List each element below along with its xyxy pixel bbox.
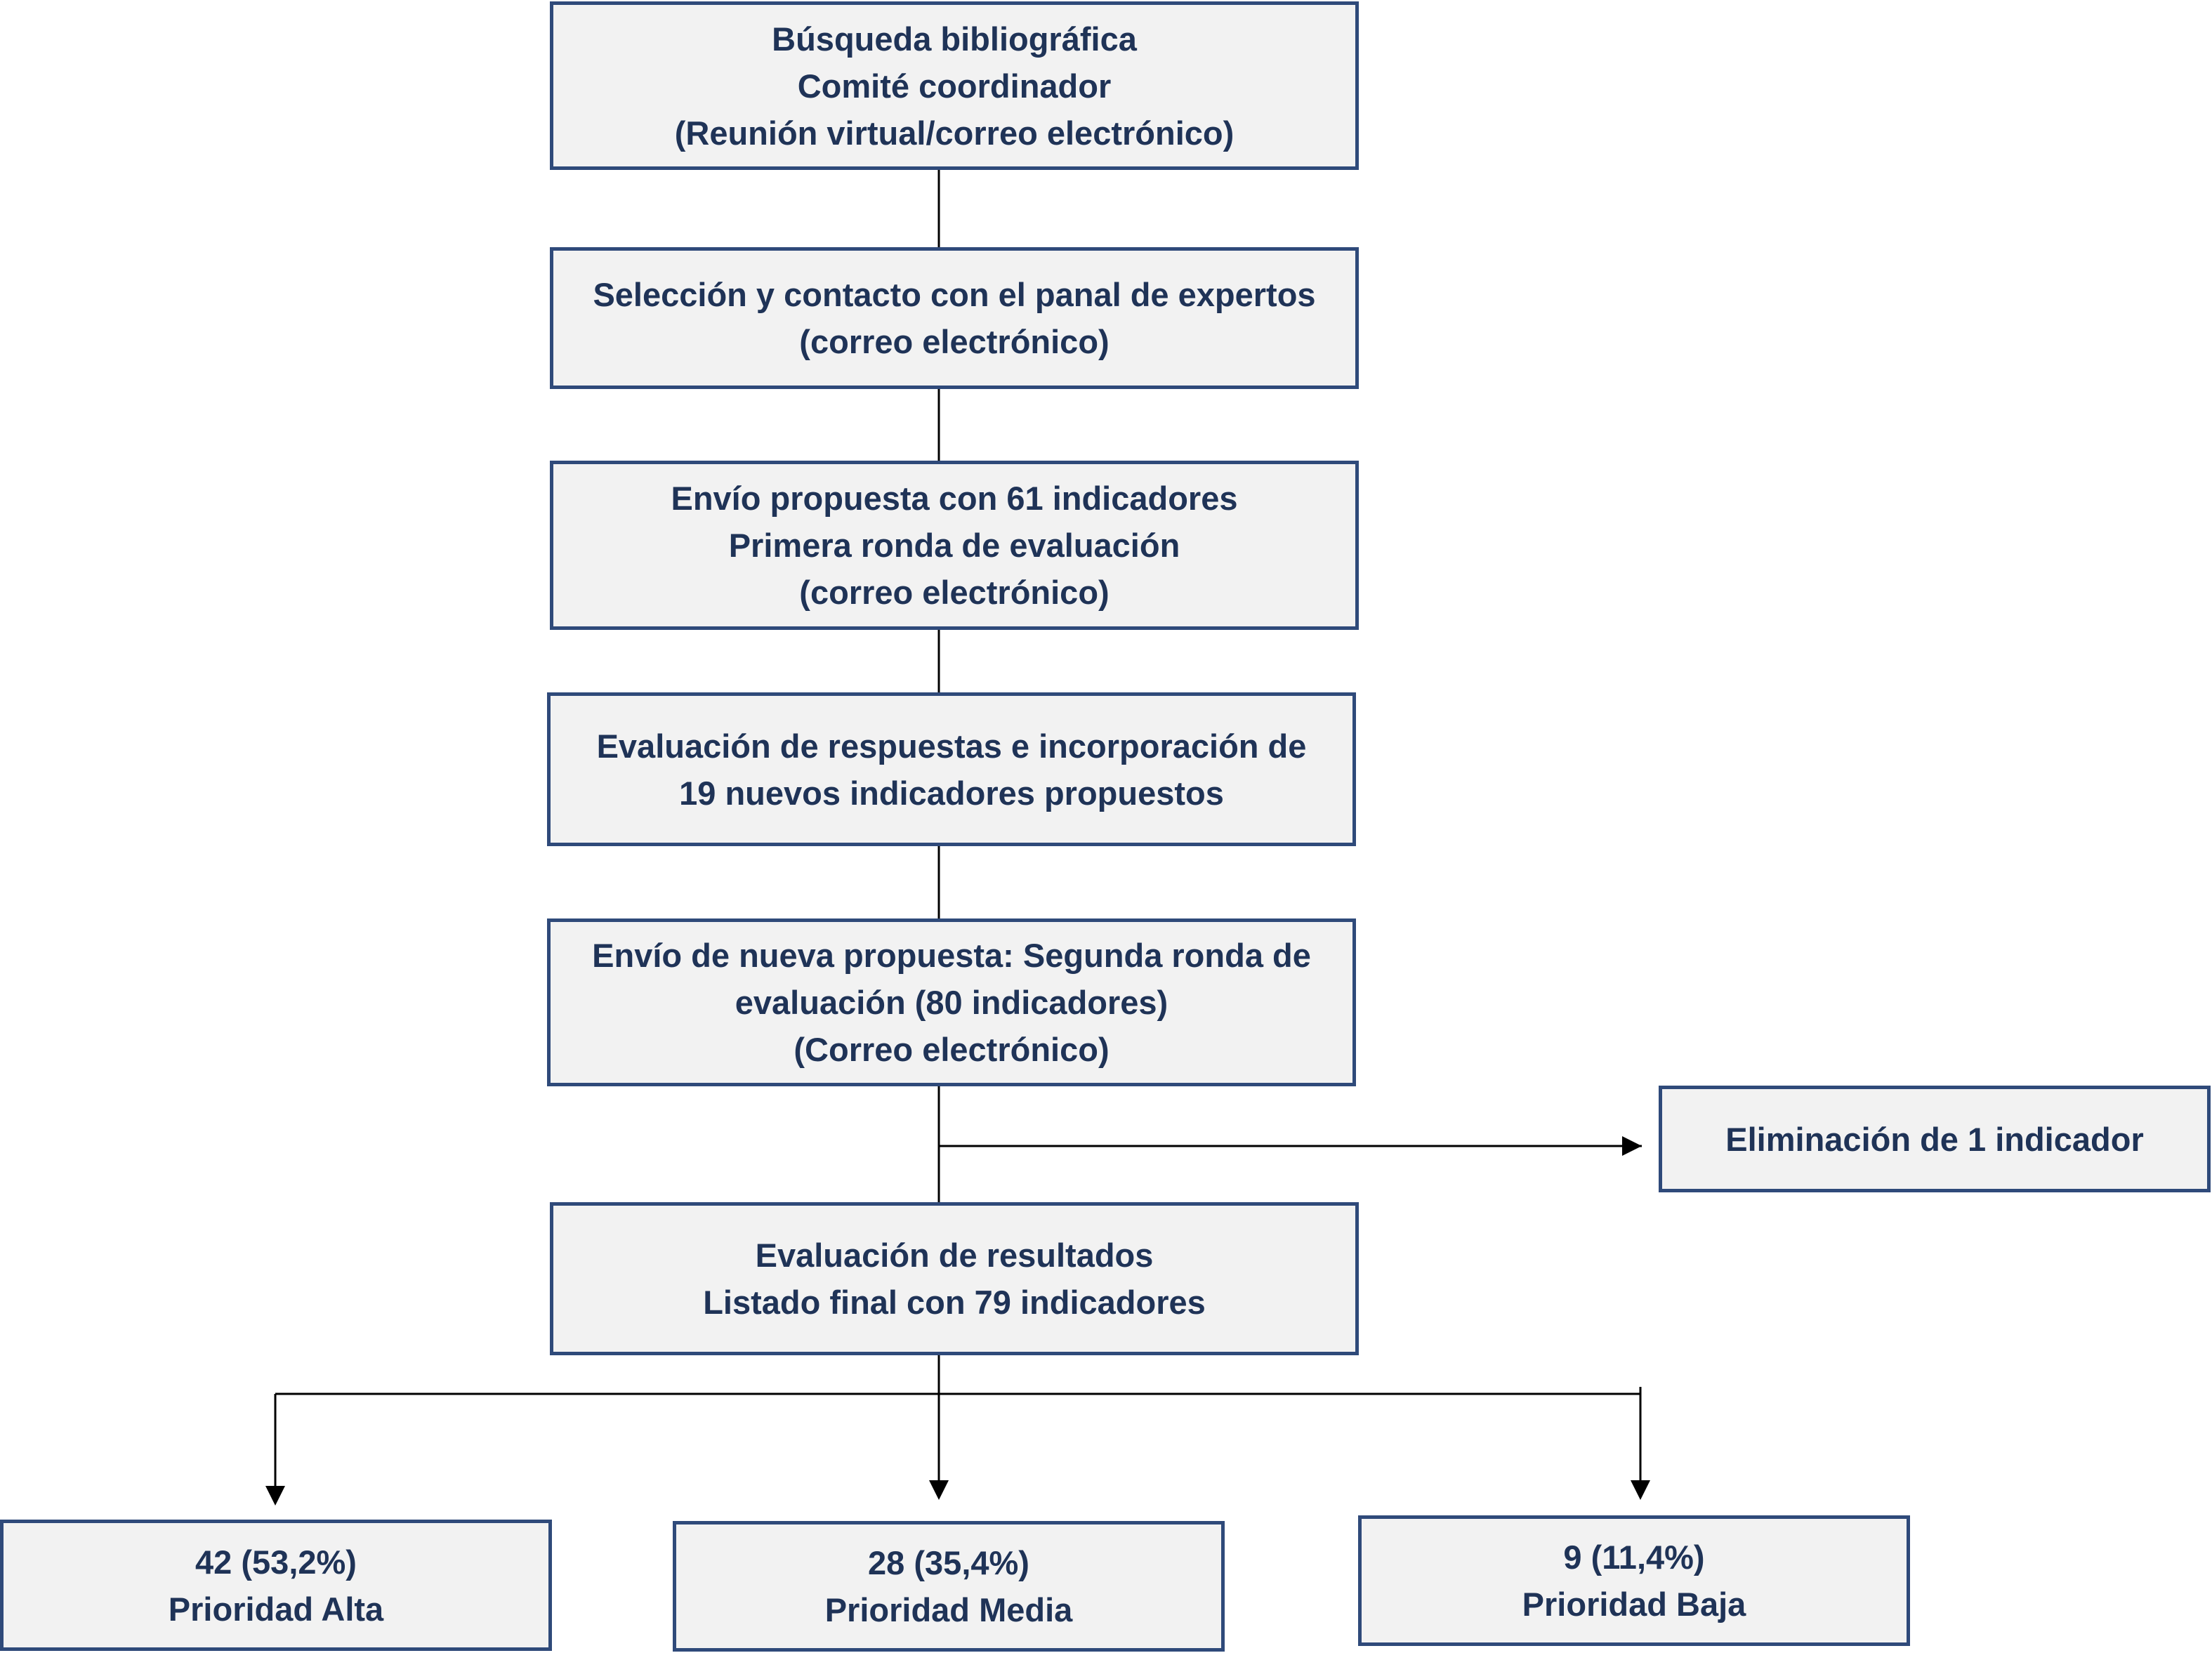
outcome-medium-priority: 28 (35,4%) Prioridad Media: [673, 1521, 1225, 1652]
step-line: (correo electrónico): [799, 323, 1110, 360]
step-results-evaluation: Evaluación de resultados Listado final c…: [550, 1202, 1359, 1355]
step-first-round-proposal: Envío propuesta con 61 indicadores Prime…: [550, 461, 1359, 630]
step-line: Envío propuesta con 61 indicadores: [671, 480, 1238, 517]
step-line: Envío de nueva propuesta: Segunda ronda …: [592, 937, 1311, 974]
outcome-label: Prioridad Media: [824, 1591, 1073, 1628]
step-line: Primera ronda de evaluación: [728, 527, 1180, 564]
arrowhead-outcome-alta: [265, 1486, 285, 1506]
outcome-count: 28 (35,4%): [868, 1544, 1029, 1581]
outcome-count: 9 (11,4%): [1563, 1539, 1705, 1576]
elimination-box: Eliminación de 1 indicador: [1659, 1086, 2211, 1192]
step-line: 19 nuevos indicadores propuestos: [679, 774, 1224, 812]
step-line: Selección y contacto con el panal de exp…: [593, 276, 1316, 313]
step-line: Comité coordinador: [797, 67, 1112, 105]
step-response-evaluation: Evaluación de respuestas e incorporación…: [547, 692, 1356, 846]
step-line: (correo electrónico): [799, 574, 1110, 611]
outcome-label: Prioridad Baja: [1522, 1586, 1746, 1623]
arrowhead-outcome-media: [929, 1480, 949, 1500]
elimination-label: Eliminación de 1 indicador: [1725, 1120, 2144, 1158]
step-line: Evaluación de respuestas e incorporación…: [596, 727, 1307, 765]
step-line: Evaluación de resultados: [755, 1237, 1154, 1274]
outcome-label: Prioridad Alta: [168, 1590, 384, 1628]
outcome-count: 42 (53,2%): [195, 1543, 357, 1581]
step-line: (Correo electrónico): [794, 1031, 1110, 1068]
step-bibliographic-search: Búsqueda bibliográfica Comité coordinado…: [550, 1, 1359, 170]
step-line: Búsqueda bibliográfica: [772, 20, 1137, 58]
arrowhead-elimination: [1622, 1136, 1642, 1156]
step-line: Listado final con 79 indicadores: [703, 1284, 1206, 1321]
outcome-high-priority: 42 (53,2%) Prioridad Alta: [0, 1520, 552, 1651]
step-second-round-proposal: Envío de nueva propuesta: Segunda ronda …: [547, 918, 1356, 1086]
step-line: (Reunión virtual/correo electrónico): [674, 114, 1235, 152]
arrowhead-outcome-baja: [1631, 1480, 1650, 1500]
step-line: evaluación (80 indicadores): [735, 984, 1168, 1021]
outcome-low-priority: 9 (11,4%) Prioridad Baja: [1358, 1515, 1910, 1646]
step-expert-panel-selection: Selección y contacto con el panal de exp…: [550, 247, 1359, 389]
